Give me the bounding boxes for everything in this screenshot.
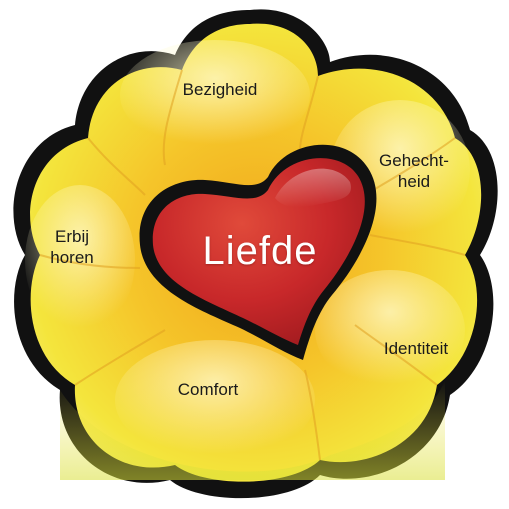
petal-label-erbij-horen: Erbij horen: [32, 226, 112, 268]
petal-label-bezigheid: Bezigheid: [160, 79, 280, 100]
petal-label-line: heid: [397, 172, 431, 191]
petal-label-line: Erbij: [54, 227, 89, 246]
heart-highlight: [275, 168, 351, 208]
center-label: Liefde: [202, 229, 318, 273]
petal-label-text: Bezigheid: [182, 80, 258, 99]
petal-separators: [39, 69, 466, 461]
petal-label-comfort: Comfort: [148, 379, 268, 400]
petal-label-line: Gehecht-: [379, 151, 449, 170]
petal-label-text: Identiteit: [383, 339, 449, 358]
petal-label-line: horen: [50, 248, 94, 267]
petal-label-text: Comfort: [177, 380, 239, 399]
petal-label-identiteit: Identiteit: [356, 338, 476, 359]
petal-label-gehechtheid: Gehecht- heid: [364, 150, 464, 192]
